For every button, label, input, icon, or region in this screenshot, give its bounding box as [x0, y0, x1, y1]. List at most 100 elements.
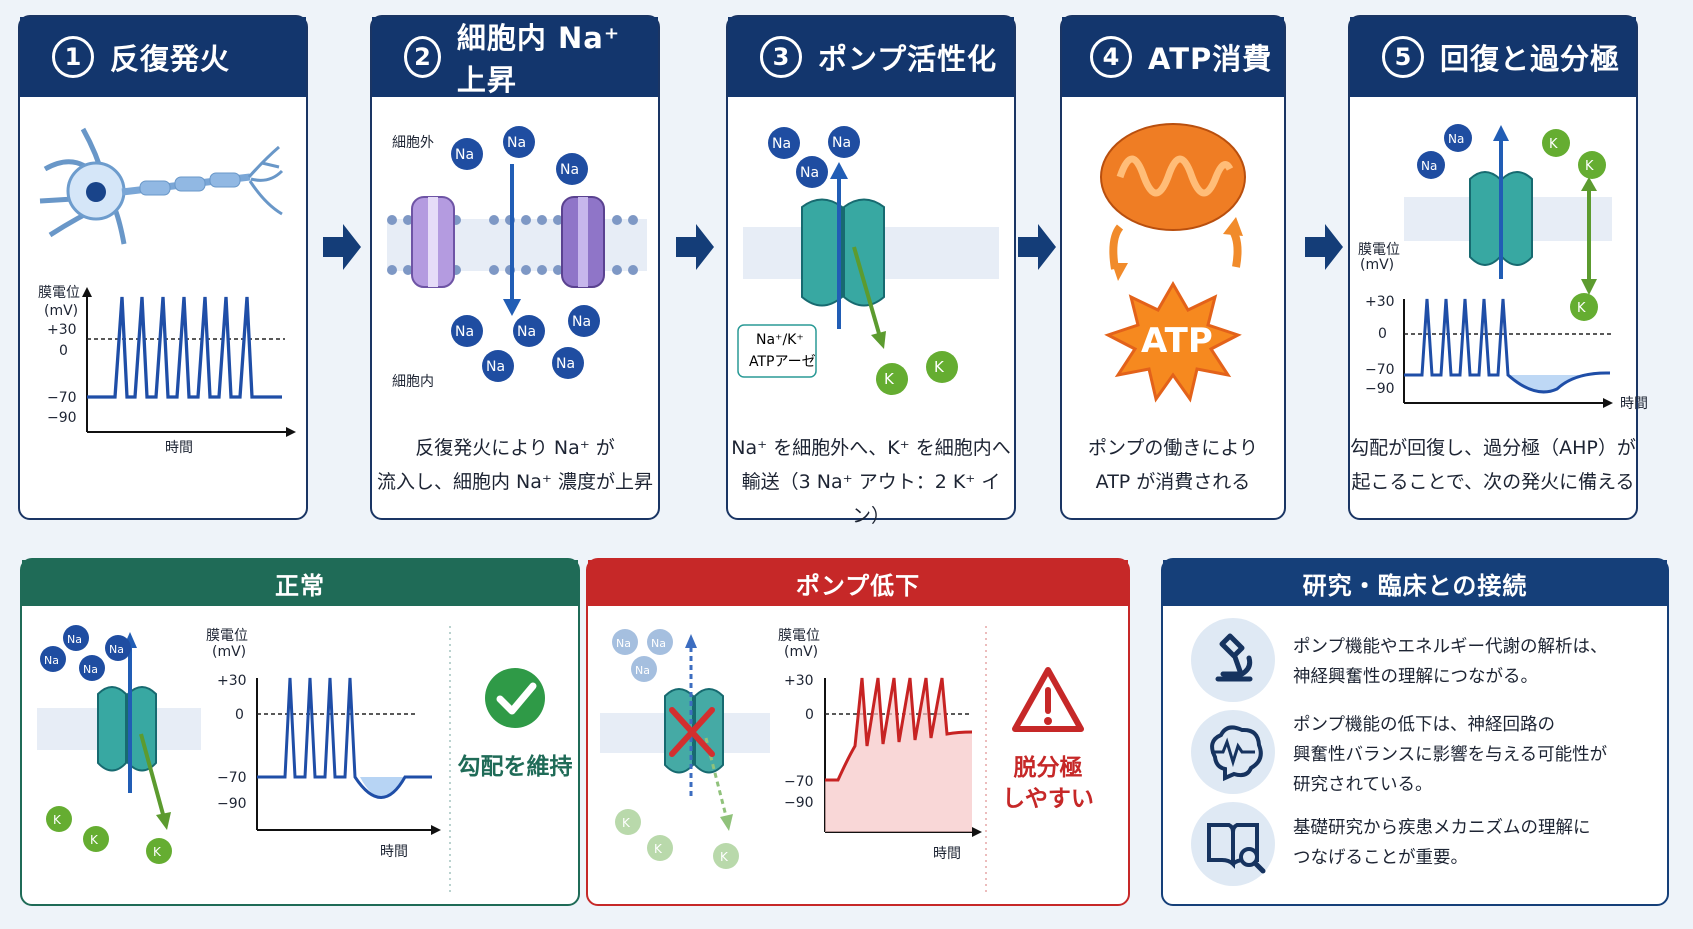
normal-status: 勾配を維持 [458, 753, 573, 780]
tick-minus-90: −90 [47, 410, 77, 426]
tick-plus-30: +30 [47, 322, 77, 338]
mitochondrion-icon [1100, 123, 1246, 231]
research-item-1: ポンプ機能やエネルギー代謝の解析は、 神経興奮性の理解につながる。 [1163, 618, 1667, 706]
step-number-4: 4 [1090, 36, 1132, 78]
step-title-5: 回復と過分極 [1440, 42, 1621, 76]
step-caption-4-line-2: ATP が消費される [1095, 471, 1251, 493]
step-header-5: 5 回復と過分極 [1350, 17, 1636, 97]
sodium-potassium-pump [801, 162, 886, 349]
research-text-2-line-3: 研究されている。 [1293, 775, 1433, 795]
sodium-channel-left [411, 196, 455, 288]
step-number-2: 2 [404, 36, 441, 78]
microscope-icon [1191, 618, 1275, 702]
tick-zero: 0 [1378, 326, 1387, 342]
potassium-ion: K [720, 850, 729, 864]
step-caption-2-line-2: 流入し、細胞内 Na⁺ 濃度が上昇 [377, 471, 653, 493]
y-axis-unit: (mV) [212, 644, 246, 660]
step-number-5: 5 [1382, 36, 1424, 78]
tick-minus-70: −70 [47, 390, 77, 406]
research-text-2-line-1: ポンプ機能の低下は、神経回路の [1293, 715, 1555, 735]
sodium-ion-cluster-outside: Na Na Na [451, 126, 588, 185]
sodium-ion: Na [109, 643, 124, 656]
sodium-ion: Na [517, 324, 536, 340]
sodium-ion: Na [572, 314, 591, 330]
research-text-3: 基礎研究から疾患メカニズムの理解に つなげることが重要。 [1293, 813, 1591, 873]
research-text-2-line-2: 興奮性バランスに影響を与える可能性が [1293, 745, 1608, 765]
step-title-4: ATP消費 [1148, 42, 1273, 76]
y-axis-label: 膜電位 [778, 628, 820, 644]
sodium-ion: Na [616, 637, 631, 650]
tick-minus-70: −70 [784, 774, 814, 790]
right-arrow-icon [1305, 224, 1343, 270]
research-text-2: ポンプ機能の低下は、神経回路の 興奮性バランスに影響を与える可能性が 研究されて… [1293, 710, 1607, 800]
book-search-icon [1191, 802, 1275, 886]
potassium-ion: K [1577, 301, 1586, 316]
sodium-ion: Na [1448, 132, 1464, 146]
sodium-ion: Na [556, 356, 575, 372]
step-panel-4: 4 ATP消費 ATP ポンプの働きにより ATP が消費される [1060, 15, 1286, 520]
pump-low-status-line-2: しやすい [1002, 786, 1094, 812]
membrane-potential-chart-step-5: 膜電位 (mV) +30 0 −70 −90 時間 [1358, 242, 1648, 412]
atp-consumption-art: ATP [1100, 123, 1246, 403]
tick-minus-90: −90 [784, 795, 814, 811]
normal-header: 正常 [22, 560, 578, 606]
sodium-ion: Na [560, 162, 579, 178]
potassium-ion: K [53, 813, 62, 827]
y-axis-unit: (mV) [1360, 257, 1394, 273]
research-text-1-line-1: ポンプ機能やエネルギー代謝の解析は、 [1293, 637, 1608, 657]
sodium-ion: Na [44, 654, 59, 667]
y-axis-label: 膜電位 [1358, 242, 1400, 258]
step-title-2: 細胞内 Na⁺ 上昇 [456, 21, 621, 97]
step-caption-2-line-1: 反復発火により Na⁺ が [415, 437, 615, 459]
sodium-potassium-pump-art: Na Na Na K K Na⁺/K⁺ ATPアーゼ [737, 126, 999, 395]
step-title-1: 反復発火 [110, 42, 231, 76]
tick-plus-30: +30 [217, 673, 247, 689]
sodium-ion: Na [651, 637, 666, 650]
tick-minus-70: −70 [1365, 362, 1395, 378]
x-axis-label: 時間 [933, 846, 961, 862]
outside-label: 細胞外 [392, 135, 434, 151]
pump-low-state-panel: ポンプ低下 Na Na Na K K K 膜電位 (mV) +30 0 −70 … [586, 558, 1130, 906]
pump-low-status-line-1: 脱分極 [1014, 754, 1083, 781]
tick-plus-30: +30 [1365, 294, 1395, 310]
step-panel-3: 3 ポンプ活性化 Na Na Na K K Na⁺/K⁺ ATPアーゼ Na⁺ … [726, 15, 1016, 527]
y-axis-label: 膜電位 [206, 628, 248, 644]
tick-zero: 0 [805, 707, 814, 723]
sodium-channel-right [561, 196, 605, 288]
step-caption-4-line-1: ポンプの働きにより [1087, 437, 1259, 459]
membrane-potential-chart-step-1: 膜電位 (mV) +30 0 −70 −90 時間 [38, 285, 296, 456]
step-title-3: ポンプ活性化 [818, 42, 998, 76]
x-axis-label: 時間 [1620, 396, 1648, 412]
sodium-ion: Na [67, 633, 82, 646]
sodium-ion: Na [83, 663, 98, 676]
potassium-ion: K [90, 833, 99, 847]
x-axis-label: 時間 [165, 440, 193, 456]
tick-minus-90: −90 [1365, 381, 1395, 397]
potassium-ion: K [622, 816, 631, 830]
sodium-ion-cluster-inside: Na Na Na Na Na [451, 305, 600, 382]
tick-plus-30: +30 [784, 673, 814, 689]
sodium-ion: Na [507, 135, 526, 151]
step-number-1: 1 [52, 36, 94, 78]
step-header-3: 3 ポンプ活性化 [728, 17, 1014, 97]
sodium-influx-art: 細胞外 細胞内 Na Na Na Na Na Na Na Na [387, 126, 647, 390]
step-panel-5: 5 回復と過分極 Na Na K K K 膜電位 (mV) +30 0 −70 [1348, 15, 1648, 520]
potassium-ion: K [934, 358, 945, 376]
right-arrow-icon [1018, 224, 1056, 270]
research-item-2: ポンプ機能の低下は、神経回路の 興奮性バランスに影響を与える可能性が 研究されて… [1163, 710, 1667, 798]
normal-state-art: Na Na Na Na K K K 膜電位 (mV) +30 0 −70 −90… [37, 625, 573, 894]
tick-zero: 0 [235, 707, 244, 723]
pump-name-line-2: ATPアーゼ [749, 354, 816, 370]
pump-name-box [737, 324, 817, 378]
right-arrow-icon [323, 224, 361, 270]
y-axis-unit: (mV) [44, 303, 78, 319]
potassium-ion: K [654, 842, 663, 856]
sodium-ion: Na [772, 136, 791, 152]
warning-icon [1012, 667, 1084, 732]
recovery-hyperpolarization-art: Na Na K K K 膜電位 (mV) +30 0 −70 −90 時間 [1358, 124, 1648, 412]
pump-low-header: ポンプ低下 [588, 560, 1128, 606]
step-caption-5-line-1: 勾配が回復し、過分極（AHP）が [1350, 437, 1636, 459]
sodium-ion: Na [455, 147, 474, 163]
research-header: 研究・臨床との接続 [1163, 560, 1667, 606]
